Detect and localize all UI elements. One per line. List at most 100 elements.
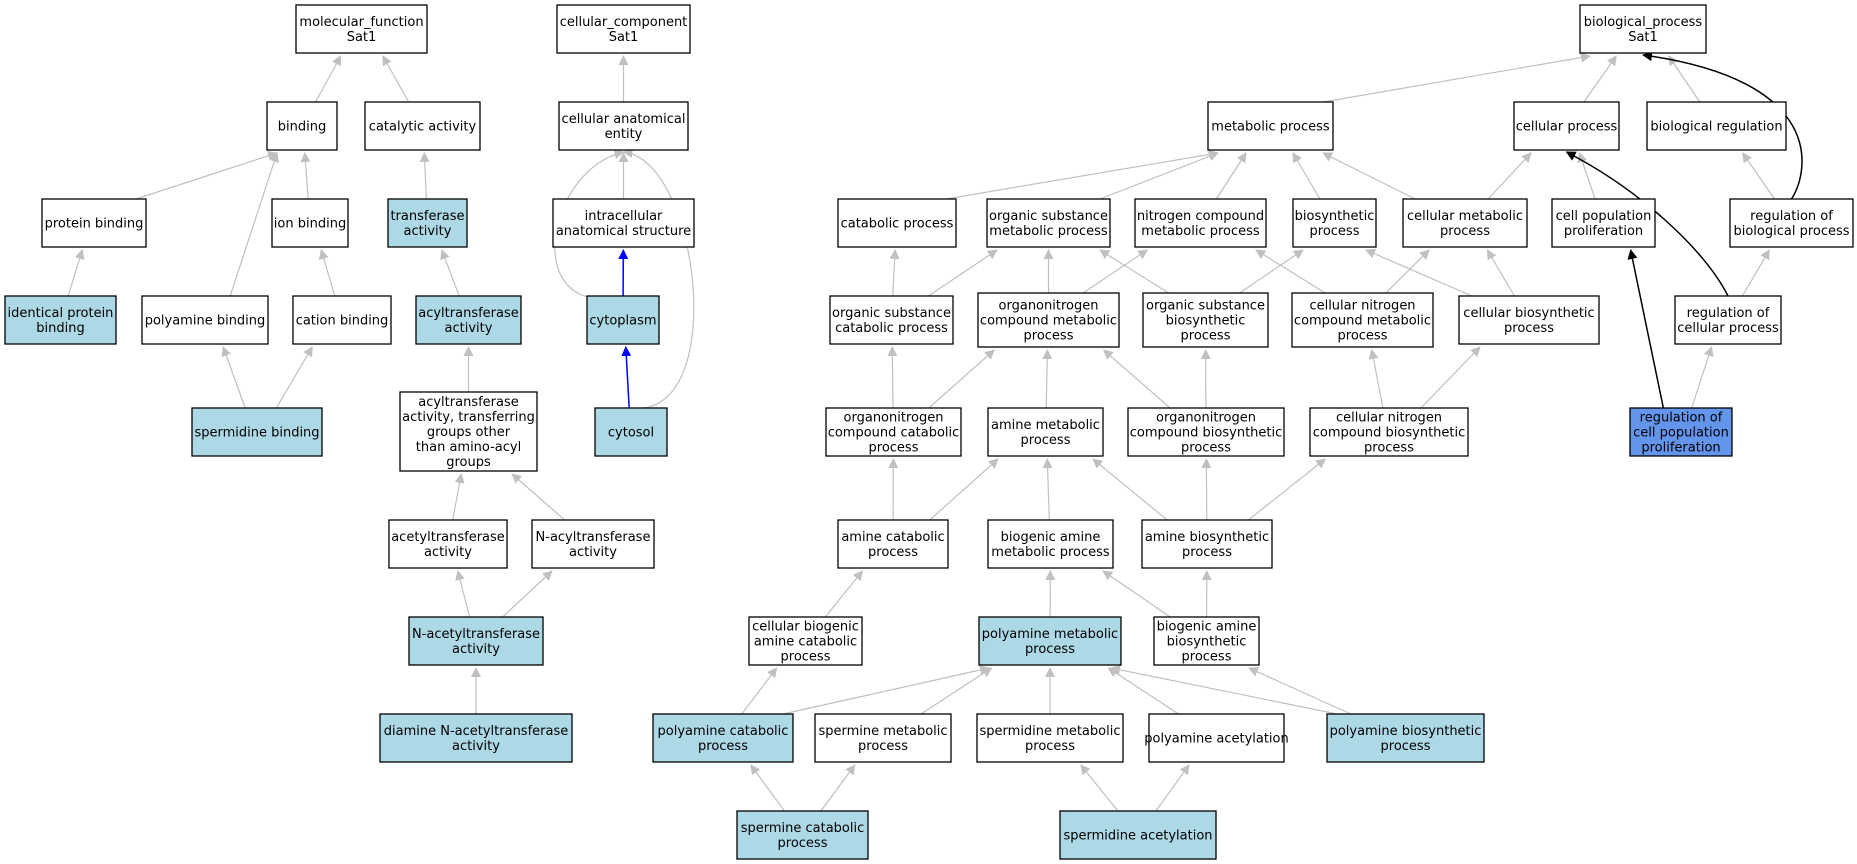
- node-label-line: polyamine acetylation: [1144, 732, 1289, 747]
- edge-reg_cell_pop-to-cell_pop: [1627, 249, 1665, 409]
- go-term-node-cytoplasm[interactable]: cytoplasm: [586, 295, 660, 345]
- go-term-node-spermidine-binding[interactable]: spermidine binding: [191, 407, 323, 457]
- edge-biogenic_met-to-amine_met: [1042, 458, 1053, 521]
- node-label-line: metabolic process: [1211, 120, 1330, 135]
- edge-reg_bio-to-bp: [1642, 51, 1803, 200]
- node-label-line: binding: [278, 120, 326, 135]
- edge-polyamine_bios-to-polyamine_met: [1110, 664, 1338, 715]
- go-term-node-polyamine-binding[interactable]: polyamine binding: [141, 295, 269, 345]
- edge-n_acetyltransferase-to-acetyltransferase: [455, 570, 471, 618]
- node-label-line: organonitrogen: [844, 411, 944, 426]
- go-term-node-polyamine-acet[interactable]: polyamine acetylation: [1144, 713, 1289, 763]
- go-term-node-binding[interactable]: binding: [266, 101, 338, 151]
- node-label-line: anatomical structure: [556, 224, 691, 239]
- node-label-line: groups: [446, 455, 491, 470]
- node-box: [1674, 295, 1782, 345]
- edge-spermidine_binding-to-polyamine_binding: [221, 346, 246, 409]
- edge-spermine_cat-to-spermine_met: [820, 764, 856, 812]
- node-box: [1059, 810, 1217, 860]
- node-label-line: activity: [569, 545, 617, 560]
- go-term-node-bio-reg[interactable]: biological regulation: [1646, 101, 1787, 151]
- node-label-line: nitrogen compound: [1137, 209, 1264, 224]
- edge-identical_protein-to-protein_binding: [67, 249, 85, 297]
- node-label-line: process: [1025, 642, 1075, 657]
- node-label-line: process: [1182, 650, 1232, 665]
- node-label-line: process: [1025, 739, 1075, 754]
- node-box: [814, 713, 952, 763]
- node-label-line: cytoplasm: [589, 314, 656, 329]
- node-box: [552, 198, 695, 248]
- node-label-line: cellular process: [1516, 120, 1618, 135]
- node-box: [4, 295, 117, 345]
- go-term-node-cation-binding[interactable]: cation binding: [292, 295, 392, 345]
- node-label-line: cellular nitrogen: [1309, 299, 1415, 314]
- go-term-node-ion-binding[interactable]: ion binding: [271, 198, 349, 248]
- edge-spermidine_binding-to-cation_binding: [275, 346, 313, 409]
- node-box: [1326, 713, 1485, 763]
- node-box: [1551, 198, 1656, 248]
- go-term-node-catalytic[interactable]: catalytic activity: [364, 101, 481, 151]
- node-label-line: cellular nitrogen: [1336, 411, 1442, 426]
- go-term-node-protein-binding[interactable]: protein binding: [41, 198, 147, 248]
- node-label-line: cell population: [1633, 426, 1729, 441]
- node-label-line: N-acetyltransferase: [412, 627, 540, 642]
- go-term-node-spermidine-acet[interactable]: spermidine acetylation: [1059, 810, 1217, 860]
- node-box: [364, 101, 481, 151]
- node-label-line: process: [1310, 224, 1360, 239]
- go-term-node-catabolic[interactable]: catabolic process: [837, 198, 957, 248]
- go-term-node-cytosol[interactable]: cytosol: [594, 407, 668, 457]
- node-label-line: organic substance: [1146, 299, 1265, 314]
- edge-polyamine_bios-to-biogenic_bios: [1248, 667, 1351, 715]
- go-term-node-cellular-process[interactable]: cellular process: [1513, 101, 1620, 151]
- edge-cytosol-to-cytoplasm: [621, 346, 632, 409]
- node-label-line: cellular anatomical: [562, 112, 686, 127]
- node-box: [1148, 713, 1285, 763]
- node-label-line: cellular metabolic: [1407, 209, 1523, 224]
- node-label-line: organonitrogen: [1156, 411, 1256, 426]
- go-term-node-metabolic[interactable]: metabolic process: [1207, 101, 1334, 151]
- edge-cell_n_bios-to-cell_bios: [1420, 346, 1481, 409]
